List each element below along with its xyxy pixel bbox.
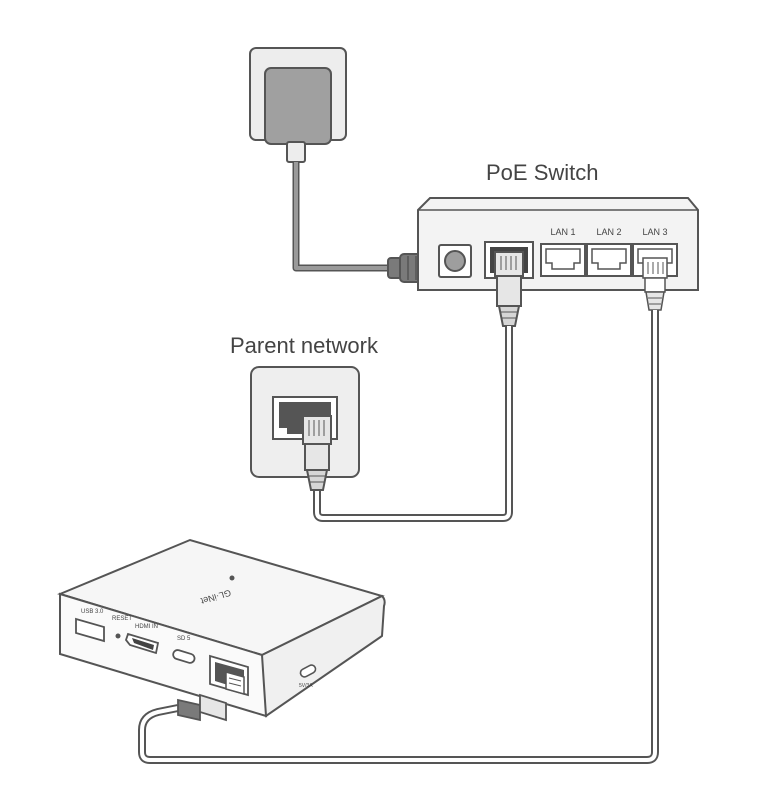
usb-label: USB 3.0: [81, 609, 104, 615]
lan2-label: LAN 2: [596, 227, 621, 237]
lan-port-1: [540, 243, 586, 277]
lan3-label: LAN 3: [642, 227, 667, 237]
poe-switch-label: PoE Switch: [486, 160, 599, 185]
parent-network-label: Parent network: [230, 333, 378, 358]
reset-hole: [115, 633, 121, 639]
power-cable: [292, 162, 390, 272]
router-device: GL·iNet USB 3.0 RESET HDMI IN SD 5 5V/3A: [57, 538, 386, 718]
lan1-label: LAN 1: [550, 227, 575, 237]
lan-port-2: [586, 243, 632, 277]
lan3-cable: [138, 310, 659, 764]
usb-c-port: [172, 649, 196, 664]
uplink-plug: [494, 251, 524, 327]
hdmi-label: HDMI IN: [135, 624, 158, 630]
usb-port: [75, 617, 105, 643]
reset-label: RESET: [112, 616, 132, 622]
power-port: [299, 664, 317, 678]
c-port-label: SD 5: [177, 636, 191, 642]
uplink-cable: [313, 326, 513, 522]
device-plug: [177, 671, 245, 722]
wall-plug: [302, 415, 332, 491]
power-port-label: 5V/3A: [299, 683, 313, 689]
lan3-plug: [642, 257, 668, 311]
power-adapter: [249, 47, 347, 163]
